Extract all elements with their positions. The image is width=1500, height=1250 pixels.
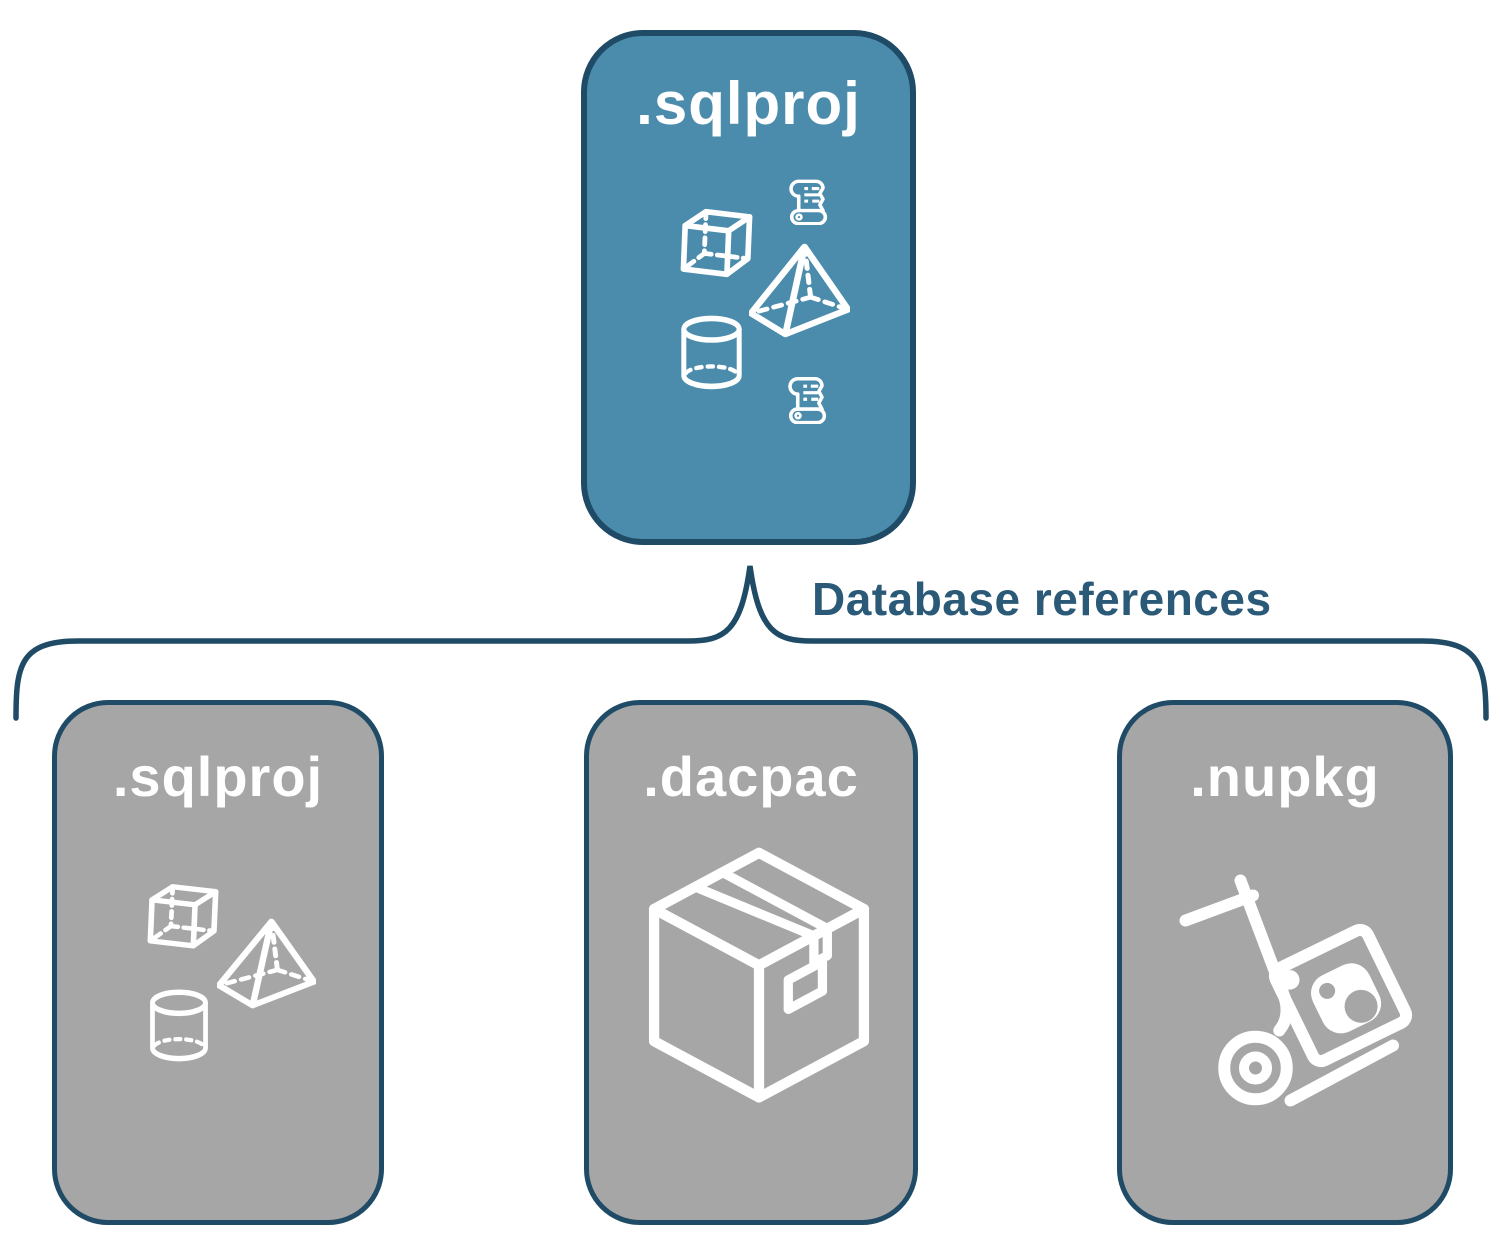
pyramid-icon bbox=[749, 243, 850, 338]
node-child-nupkg: .nupkg bbox=[1117, 700, 1453, 1225]
child-node-label: .nupkg bbox=[1190, 745, 1380, 808]
root-node-label: .sqlproj bbox=[636, 70, 861, 137]
nuget-hand-truck-icon bbox=[1173, 863, 1423, 1128]
cube-icon bbox=[140, 872, 226, 954]
cylinder-icon bbox=[676, 314, 747, 394]
child-node-label: .dacpac bbox=[643, 745, 859, 808]
node-child-sqlproj: .sqlproj bbox=[52, 700, 384, 1225]
scroll-icon bbox=[774, 171, 830, 225]
scroll-icon bbox=[773, 368, 829, 424]
package-box-icon bbox=[637, 843, 881, 1117]
database-references-label: Database references bbox=[812, 573, 1272, 625]
pyramid-icon bbox=[217, 918, 316, 1009]
node-root-sqlproj: .sqlproj bbox=[581, 30, 916, 545]
brace-connector bbox=[13, 565, 1489, 721]
cube-icon bbox=[673, 196, 760, 283]
node-child-dacpac: .dacpac bbox=[584, 700, 918, 1225]
cylinder-icon bbox=[145, 988, 213, 1066]
child-node-label: .sqlproj bbox=[112, 745, 324, 808]
